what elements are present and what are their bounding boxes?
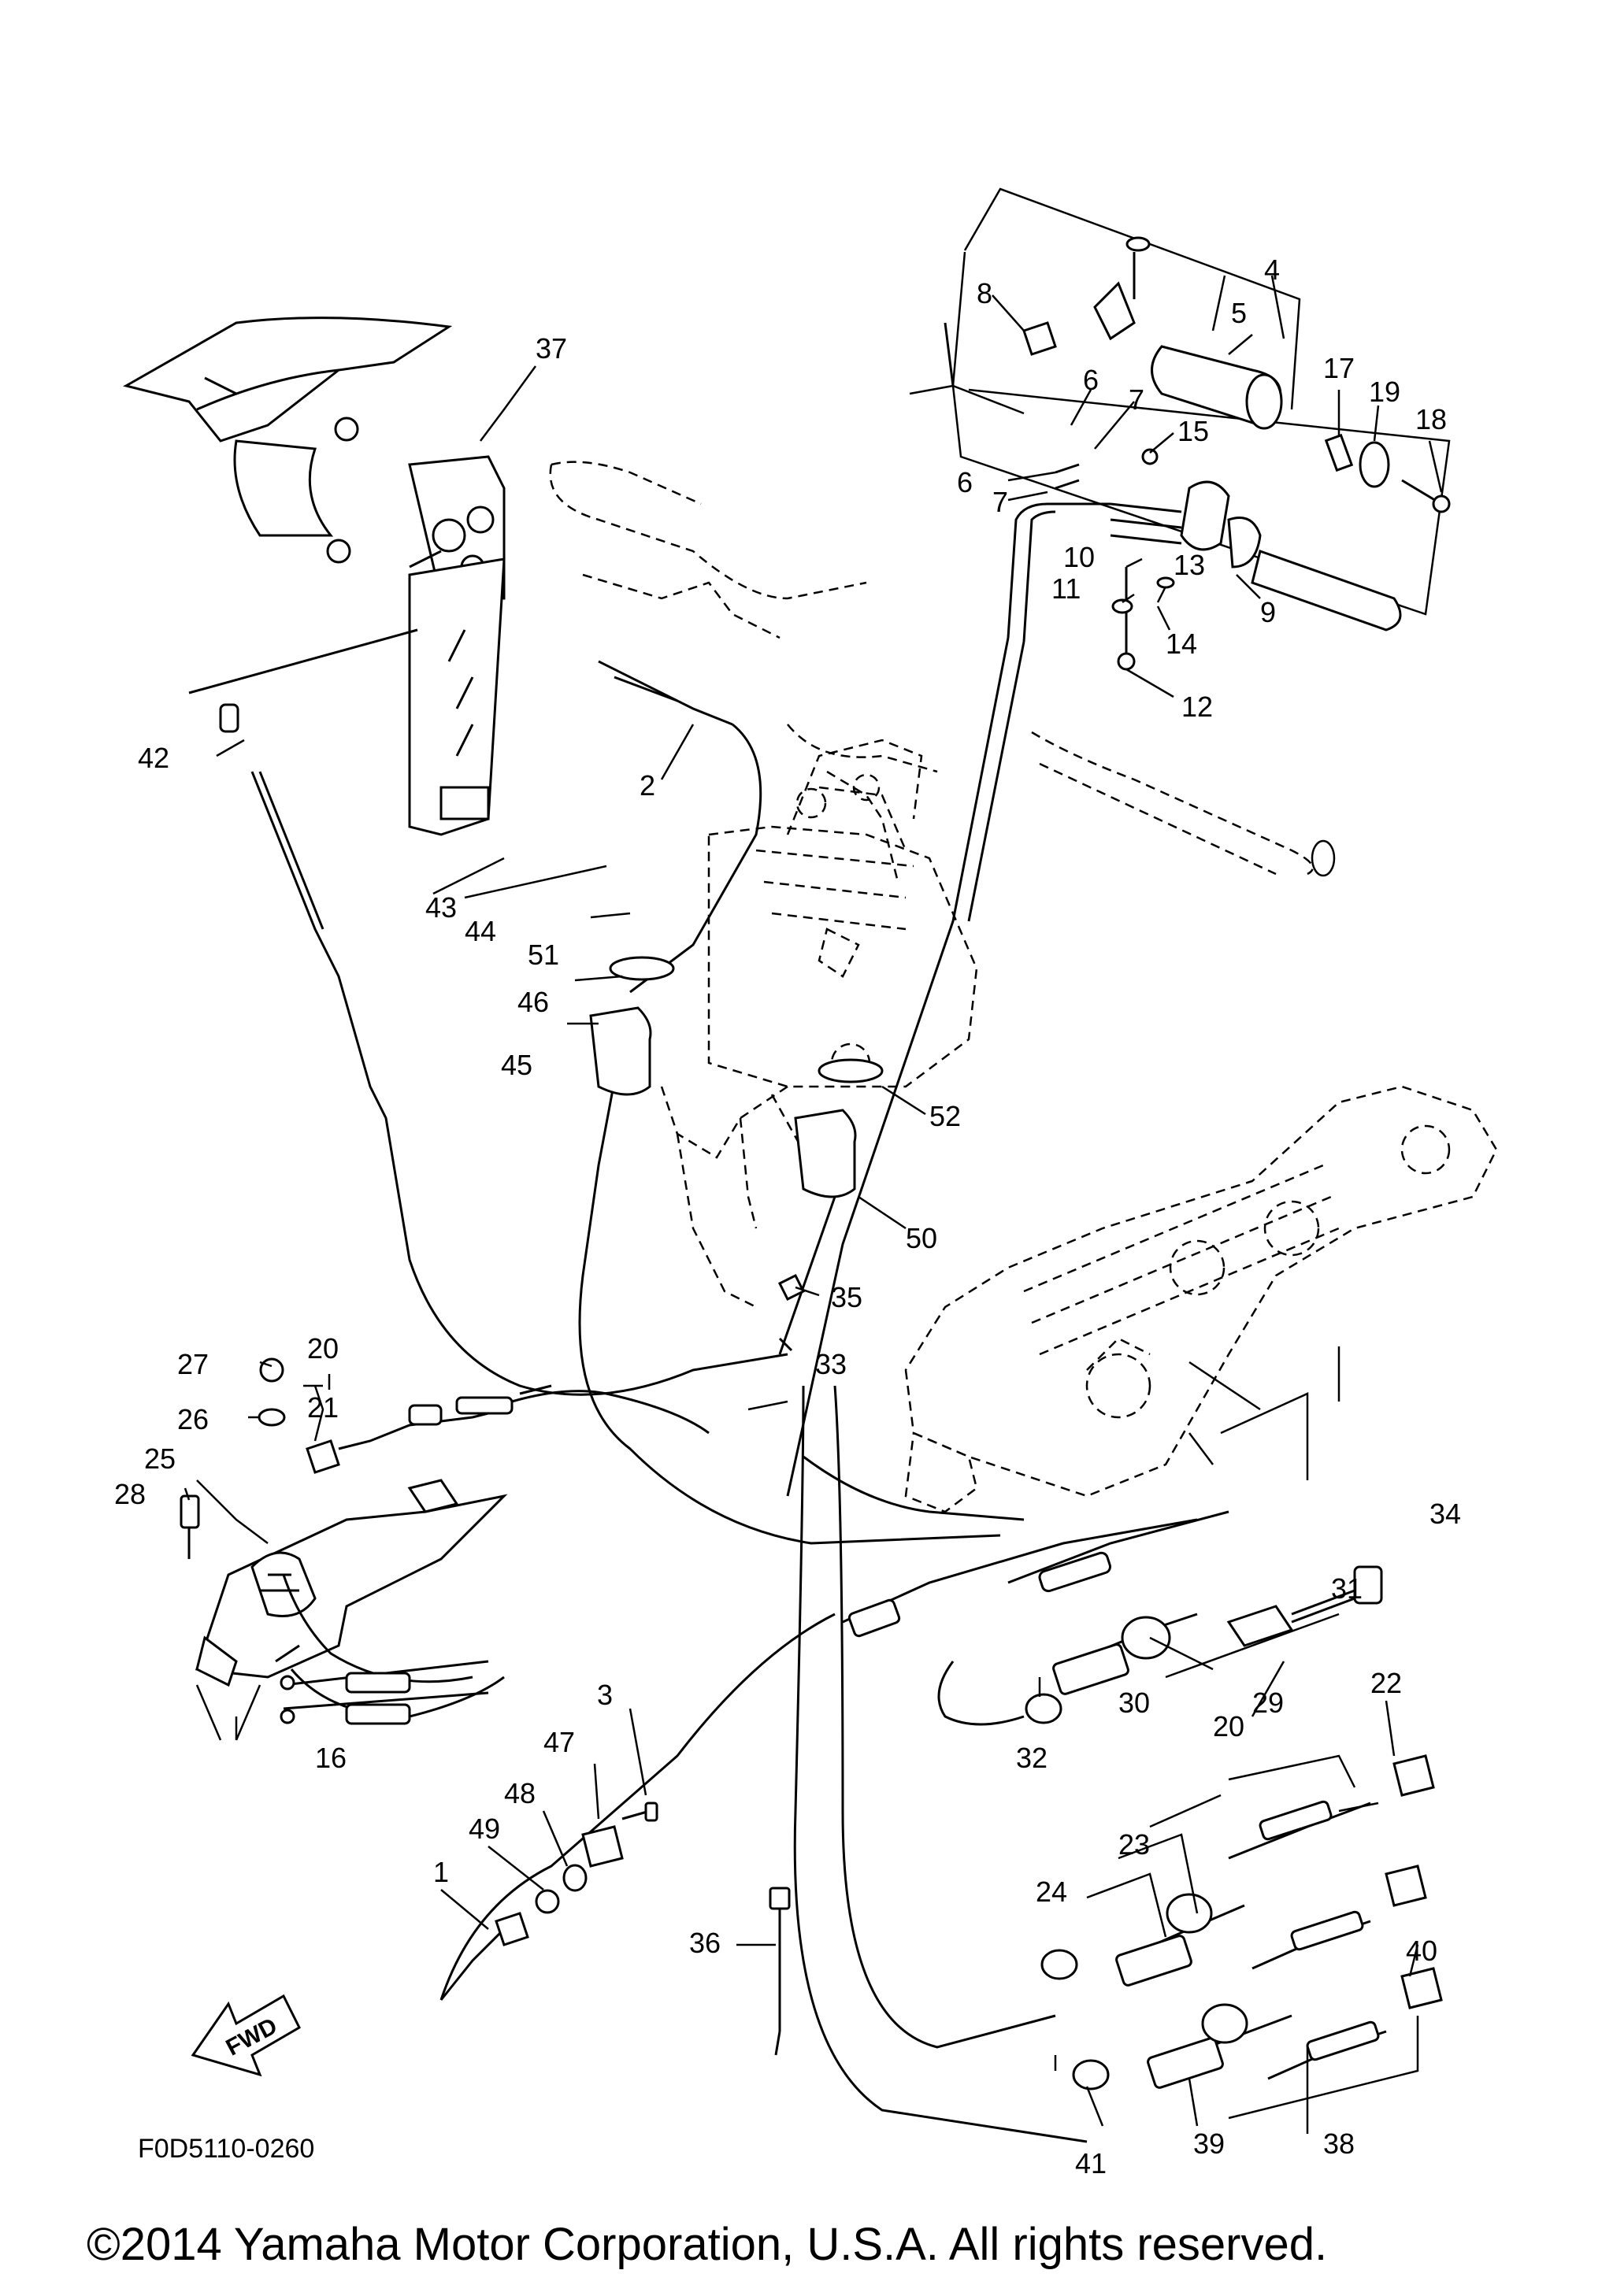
callout-36: 36 — [689, 1927, 721, 1959]
callout-47: 47 — [543, 1726, 575, 1758]
callout-46: 46 — [517, 986, 549, 1018]
callout-28: 28 — [114, 1478, 146, 1510]
callout-25: 25 — [144, 1442, 176, 1475]
callout-22: 22 — [1370, 1667, 1402, 1699]
choke-cable — [578, 660, 1025, 1545]
callout-4: 4 — [1264, 254, 1280, 286]
copyright-notice: ©2014 Yamaha Motor Corporation, U.S.A. A… — [87, 2219, 1327, 2270]
fwd-arrow: FWD — [191, 1994, 301, 2077]
callout-13: 13 — [1174, 549, 1205, 581]
callout-19: 19 — [1369, 376, 1400, 408]
callout-23: 23 — [1118, 1828, 1150, 1861]
throttle-cable — [188, 628, 788, 1396]
callout-9: 9 — [1260, 596, 1276, 628]
callout-26: 26 — [177, 1403, 209, 1435]
callout-5: 5 — [1231, 297, 1247, 329]
callout-44: 44 — [465, 915, 496, 947]
callout-27: 27 — [177, 1348, 209, 1380]
steering-column — [660, 739, 978, 1309]
callout-35: 35 — [831, 1281, 862, 1313]
callout-45: 45 — [501, 1049, 532, 1081]
callout-42: 42 — [138, 742, 169, 774]
callout-20-left: 20 — [307, 1332, 339, 1365]
small-parts — [439, 1802, 791, 2056]
lower-cables — [439, 1385, 1443, 2143]
callout-31: 31 — [1331, 1572, 1363, 1605]
callout-10: 10 — [1063, 541, 1095, 573]
callout-49: 49 — [469, 1813, 500, 1845]
mounting-bracket — [180, 1357, 710, 1725]
callout-7-bottom: 7 — [992, 486, 1008, 518]
boots-grommets — [589, 956, 884, 1355]
callout-7-top: 7 — [1129, 383, 1144, 416]
leader-lines — [184, 275, 1443, 2134]
callout-labels: 37 42 2 43 44 51 46 45 52 50 35 33 20 27… — [114, 254, 1461, 2179]
callout-33: 33 — [815, 1348, 847, 1380]
engine-block — [904, 1085, 1498, 1513]
throttle-lever-assembly — [123, 317, 506, 836]
callout-30: 30 — [1118, 1687, 1150, 1719]
callout-34: 34 — [1429, 1498, 1461, 1530]
callout-32: 32 — [1016, 1742, 1048, 1774]
callout-48: 48 — [504, 1777, 536, 1809]
callout-8: 8 — [977, 277, 992, 309]
callout-20-right: 20 — [1213, 1710, 1244, 1742]
callout-38: 38 — [1323, 2128, 1355, 2160]
callout-12: 12 — [1181, 691, 1213, 723]
callout-40: 40 — [1406, 1935, 1437, 1967]
callout-41: 41 — [1075, 2147, 1107, 2179]
callout-21: 21 — [307, 1391, 339, 1424]
callout-51: 51 — [528, 939, 559, 971]
callout-43: 43 — [425, 891, 457, 924]
diagram-code: F0D5110-0260 — [138, 2134, 314, 2164]
callout-37: 37 — [536, 332, 567, 365]
callout-6-top: 6 — [1083, 364, 1099, 396]
callout-3: 3 — [597, 1679, 613, 1711]
callout-29: 29 — [1252, 1687, 1284, 1719]
callout-1: 1 — [433, 1856, 449, 1888]
callout-24: 24 — [1036, 1876, 1067, 1908]
callout-14: 14 — [1166, 628, 1197, 660]
callout-50: 50 — [906, 1222, 937, 1254]
handlebar — [549, 461, 1336, 883]
callout-15: 15 — [1177, 415, 1209, 447]
callout-18: 18 — [1415, 403, 1447, 435]
callout-39: 39 — [1193, 2128, 1225, 2160]
callout-2: 2 — [640, 769, 655, 802]
right-grip-assembly — [786, 187, 1451, 1497]
callout-52: 52 — [929, 1100, 961, 1132]
callout-6-bottom: 6 — [957, 466, 973, 498]
callout-11: 11 — [1051, 572, 1081, 605]
callout-16: 16 — [315, 1742, 347, 1774]
callout-17: 17 — [1323, 352, 1355, 384]
